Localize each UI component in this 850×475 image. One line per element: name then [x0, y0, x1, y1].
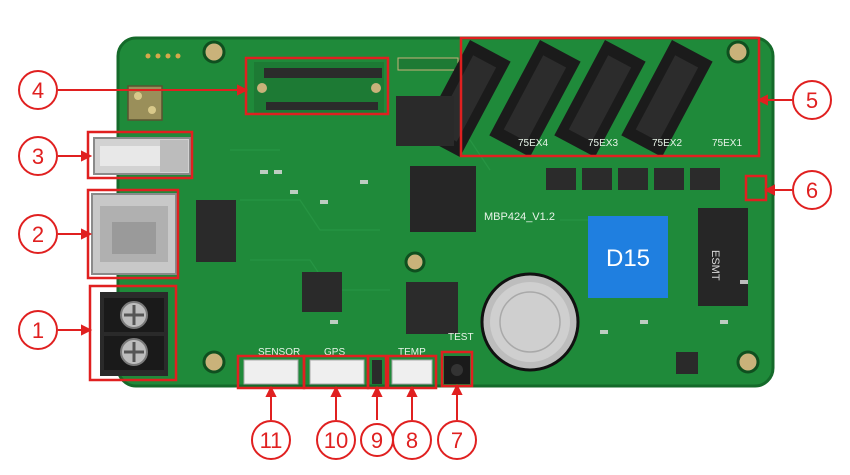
- hub-label: 75EX2: [652, 138, 682, 149]
- svg-text:6: 6: [806, 178, 818, 203]
- callout-markers: 1 2 3 4 5 6 7 8 9 10 11: [18, 70, 832, 460]
- callout-2: 2: [18, 214, 58, 254]
- hub-label: 75EX4: [518, 138, 548, 149]
- callout-1: 1: [18, 310, 58, 350]
- board-header-connector: [254, 62, 384, 114]
- svg-text:1: 1: [32, 318, 44, 343]
- usb-port: [93, 137, 191, 175]
- chip-label: ESMT: [709, 250, 721, 281]
- module-label: D15: [606, 245, 650, 272]
- model-silk: MBP424_V1.2: [484, 211, 555, 223]
- svg-text:4: 4: [32, 78, 44, 103]
- port-label: SENSOR: [258, 347, 300, 358]
- callout-11: 11: [251, 420, 291, 460]
- port-label: TEST: [448, 332, 474, 343]
- svg-text:11: 11: [260, 428, 283, 453]
- svg-text:5: 5: [806, 88, 818, 113]
- power-terminal: [100, 292, 168, 376]
- bottom-headers: SENSOR GPS TEMP TEST: [243, 332, 474, 385]
- svg-text:7: 7: [451, 428, 463, 453]
- svg-text:3: 3: [32, 144, 44, 169]
- svg-text:2: 2: [32, 222, 44, 247]
- callout-5: 5: [792, 80, 832, 120]
- callout-9: 9: [360, 423, 394, 457]
- callout-leaders: [58, 84, 792, 420]
- hub-label: 75EX3: [588, 138, 618, 149]
- flash-chip: [396, 96, 454, 146]
- callout-8: 8: [392, 420, 432, 460]
- driver-ic-row: [546, 168, 720, 190]
- callout-3: 3: [18, 136, 58, 176]
- port-label: GPS: [324, 347, 345, 358]
- svg-text:10: 10: [324, 428, 348, 453]
- d15-module: D15: [588, 216, 668, 298]
- port-label: TEMP: [398, 347, 426, 358]
- sdram-chip: ESMT: [698, 208, 748, 306]
- callout-4: 4: [18, 70, 58, 110]
- ethernet-port: [91, 193, 177, 275]
- hub-label: 75EX1: [712, 138, 742, 149]
- coin-battery: [480, 272, 580, 372]
- svg-text:8: 8: [406, 428, 418, 453]
- callout-6: 6: [792, 170, 832, 210]
- callout-7: 7: [437, 420, 477, 460]
- cpu-chip: [410, 166, 476, 232]
- svg-text:9: 9: [371, 428, 383, 453]
- callout-10: 10: [316, 420, 356, 460]
- fpga-chip: [406, 282, 458, 334]
